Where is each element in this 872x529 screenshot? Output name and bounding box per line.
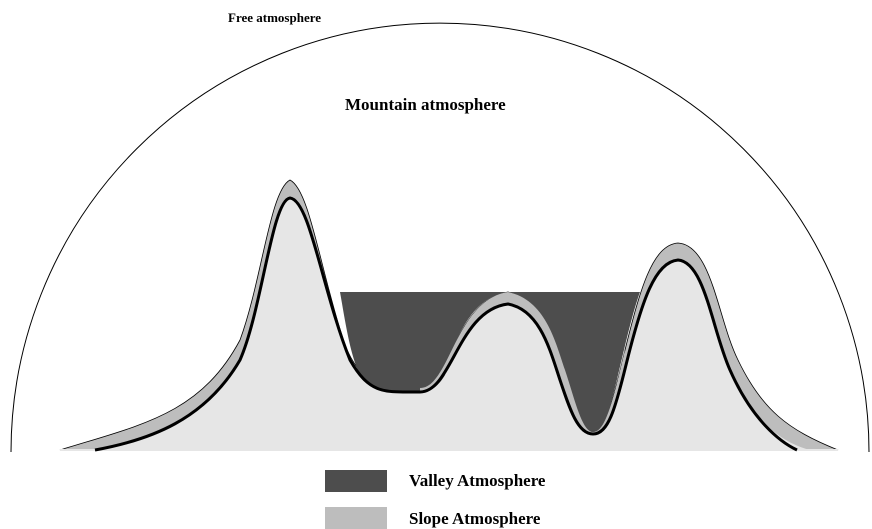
legend-label-slope: Slope Atmosphere — [409, 509, 541, 528]
legend-label-valley: Valley Atmosphere — [409, 471, 546, 490]
legend-swatch-valley — [325, 470, 387, 492]
ground-base — [60, 449, 838, 451]
valley-atmosphere-right — [508, 292, 640, 432]
terrain-surface-line — [94, 196, 798, 452]
terrain-interior — [95, 198, 810, 450]
legend: Valley Atmosphere Slope Atmosphere — [325, 470, 546, 529]
free-atmosphere-label: Free atmosphere — [228, 10, 321, 25]
mountain-atmosphere-label: Mountain atmosphere — [345, 95, 506, 114]
valley-atmosphere-left — [340, 292, 508, 392]
legend-swatch-slope — [325, 507, 387, 529]
mountain-atmosphere-boundary — [10, 22, 870, 453]
